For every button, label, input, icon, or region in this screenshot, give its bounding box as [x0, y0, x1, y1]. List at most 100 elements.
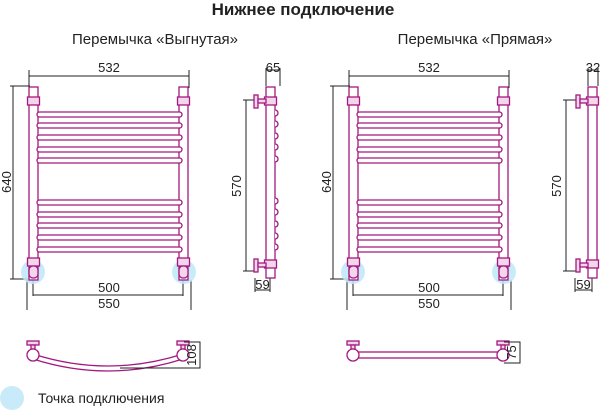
bottom-right-valve [178, 265, 189, 279]
post-section [26, 348, 40, 362]
top-left-fitting [26, 96, 41, 106]
dimension-side-height-label: 570 [549, 175, 564, 197]
crossbar [36, 246, 183, 253]
crossbar-end [274, 232, 279, 240]
dimension-line-offset [254, 278, 271, 292]
crossbar [356, 157, 503, 164]
crossbar-end [274, 243, 279, 251]
dimension-line-width [28, 70, 190, 88]
crossbar [36, 157, 183, 164]
crossbar-end [274, 208, 279, 216]
crossbar [36, 146, 183, 153]
dimension-outer-label: 550 [98, 296, 120, 311]
crossbar-end [274, 155, 279, 163]
crossbar [36, 222, 183, 229]
dimension-width-label: 532 [98, 60, 120, 75]
dimension-outer-label: 550 [418, 296, 440, 311]
crossbar [356, 111, 503, 118]
crossbar-end [274, 132, 279, 140]
top-left-fitting [346, 96, 361, 106]
crossbar [36, 134, 183, 141]
crossbar-end [274, 109, 279, 117]
dimension-depth-label: 65 [266, 60, 280, 75]
top-valve-stem [257, 98, 267, 104]
top-view: 75 [346, 340, 521, 364]
crossbar [356, 234, 503, 241]
variant-subtitle: Перемычка «Выгнутая» [72, 31, 238, 48]
crossbar [36, 111, 183, 118]
dimension-height-label: 640 [0, 171, 14, 193]
bottom-left-fitting [346, 257, 361, 267]
crossbar-end [274, 120, 279, 128]
dimension-side-height-label: 570 [229, 175, 244, 197]
dimension-line-depth [265, 68, 281, 86]
crossbar [356, 211, 503, 218]
dimension-line-side-height [243, 99, 258, 272]
page-title: Нижнее подключение [212, 0, 395, 19]
dimension-line-outer [26, 280, 192, 310]
top-right-fitting [496, 96, 511, 106]
top-right-fitting [176, 96, 191, 106]
dimension-line-outer [346, 280, 512, 310]
legend: Точка подключения [0, 386, 164, 410]
variant-subtitle: Перемычка «Прямая» [398, 31, 553, 48]
crossbar [356, 134, 503, 141]
crossbar [356, 146, 503, 153]
crossbar [36, 199, 183, 206]
dimension-line-top-depth [120, 341, 201, 369]
crossbar [36, 211, 183, 218]
crossbar-end [274, 143, 279, 151]
left-post [28, 86, 39, 281]
bottom-left-fitting [26, 257, 41, 267]
dimension-depth-label: 32 [586, 60, 600, 75]
dimension-line-width [348, 70, 510, 88]
bottom-valve-stem [257, 262, 267, 268]
dimension-top-depth-label: 108 [184, 344, 199, 366]
right-post [178, 86, 189, 281]
bottom-valve-stem [579, 262, 589, 268]
straight-crossbar-top [352, 351, 504, 359]
post-section [496, 348, 510, 362]
dimension-center-label: 500 [98, 280, 120, 295]
side-view: 32 570 59 [549, 60, 600, 292]
dimension-line-side-height [563, 99, 578, 272]
dimension-line-depth [587, 68, 599, 86]
side-post [587, 86, 598, 279]
crossbar [356, 246, 503, 253]
post-section [176, 348, 190, 362]
bottom-left-valve [348, 265, 359, 279]
dimension-line-offset [574, 278, 593, 292]
crossbar [356, 222, 503, 229]
dimension-line-top-depth [504, 341, 521, 364]
right-post [498, 86, 509, 281]
bottom-right-fitting [496, 257, 511, 267]
dimension-width-label: 532 [418, 60, 440, 75]
dimension-height-label: 640 [319, 171, 334, 193]
crossbar [356, 199, 503, 206]
crossbar [356, 122, 503, 129]
bottom-right-fitting [176, 257, 191, 267]
side-view: 65 570 59 [229, 60, 281, 292]
top-valve-stem [579, 98, 589, 104]
crossbar [36, 234, 183, 241]
bottom-right-valve [498, 265, 509, 279]
post-section [346, 348, 360, 362]
dimension-offset-label: 59 [576, 277, 590, 292]
dimension-center-label: 500 [418, 280, 440, 295]
crossbar [36, 122, 183, 129]
crossbar-end [274, 220, 279, 228]
dimension-top-depth-label: 75 [504, 345, 519, 359]
top-view: 108 [26, 340, 201, 372]
connection-point-legend-icon [0, 386, 24, 410]
bottom-left-valve [28, 265, 39, 279]
left-post [348, 86, 359, 281]
dimension-offset-label: 59 [255, 277, 269, 292]
side-post [265, 86, 276, 279]
crossbar-end [274, 197, 279, 205]
legend-label: Точка подключения [38, 390, 164, 406]
